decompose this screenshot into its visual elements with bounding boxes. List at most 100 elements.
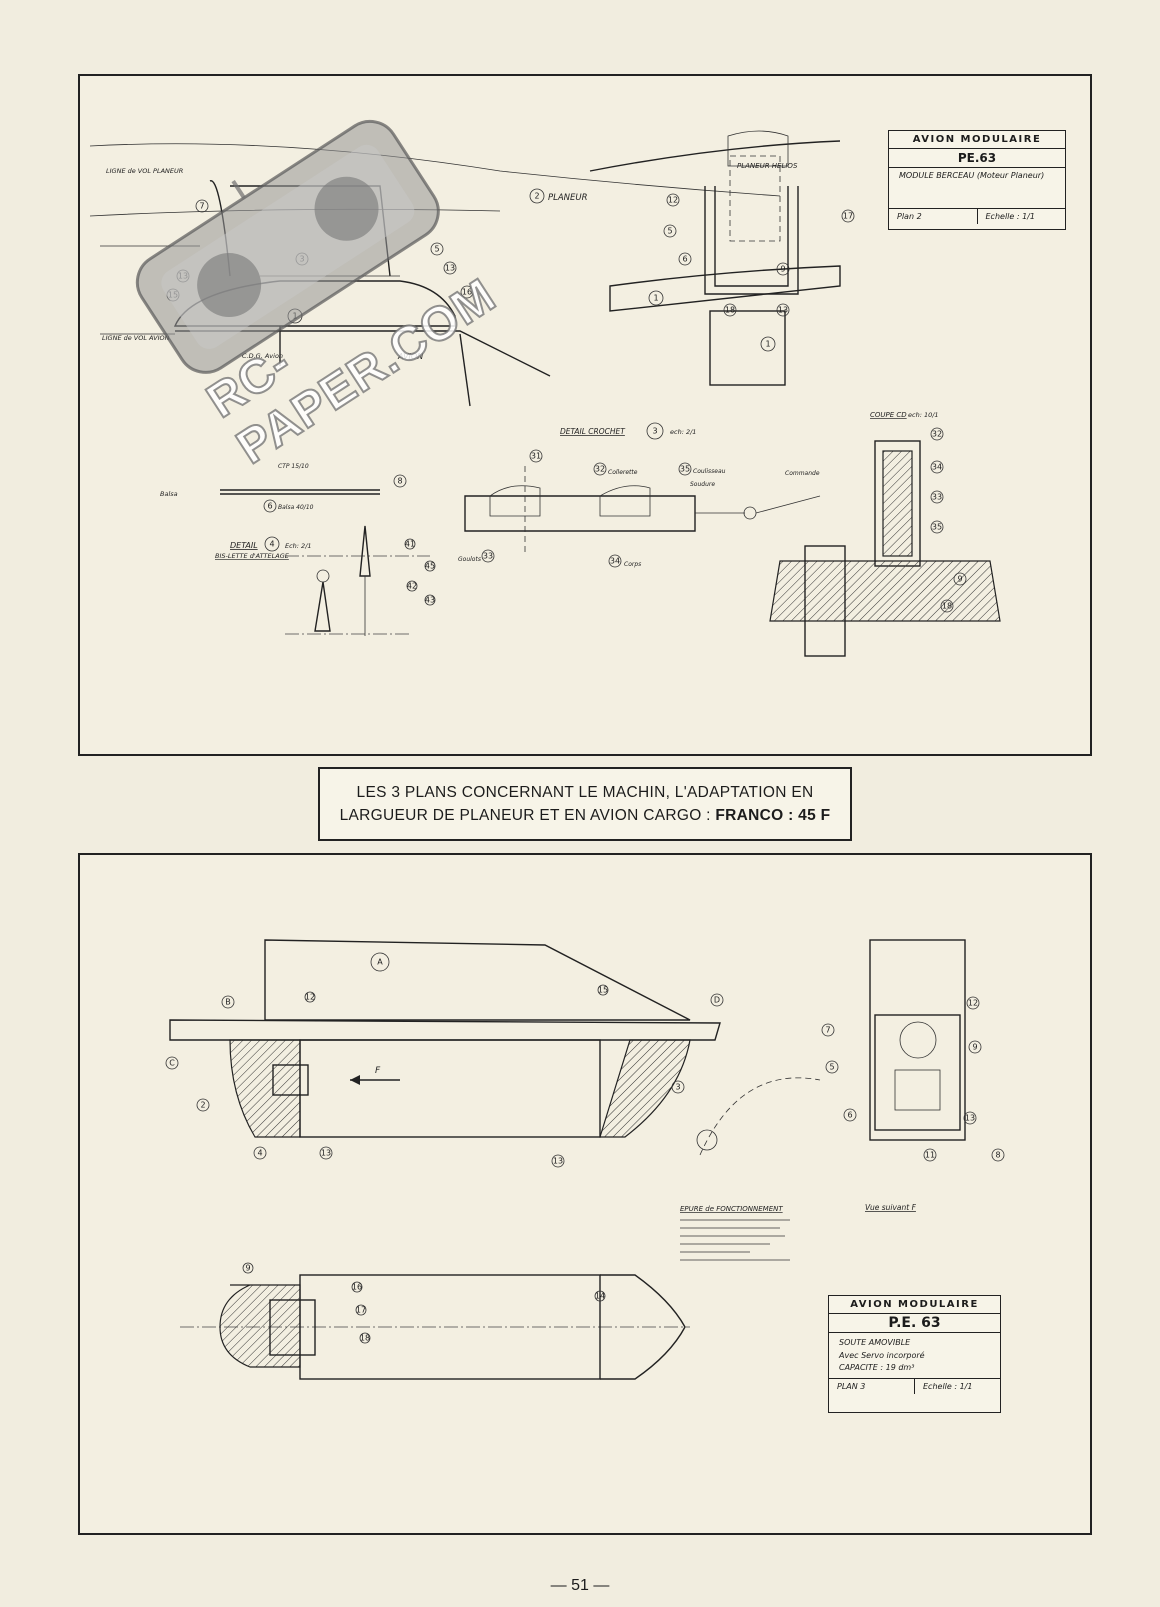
planeur-callout-number: 2 — [534, 192, 539, 201]
plan-2-plan-label: Plan 2 — [897, 212, 922, 221]
svg-text:8: 8 — [397, 477, 402, 486]
part-d-label: D — [714, 996, 720, 1005]
notice-line-2: LARGUEUR DE PLANEUR ET EN AVION CARGO : … — [320, 804, 850, 827]
svg-text:42: 42 — [407, 582, 417, 591]
detail-bis-title: DETAIL — [230, 541, 258, 550]
berceau-side-view: 1 7 3 5 13 16 13 15 LIGNE de VOL AVION L… — [89, 143, 781, 407]
svg-text:12: 12 — [668, 196, 678, 205]
svg-text:16: 16 — [352, 1283, 362, 1292]
plan-2-scale-label: Echelle : 1/1 — [976, 209, 1066, 224]
svg-text:17: 17 — [843, 212, 853, 221]
plan-3-heading: AVION MODULAIRE — [829, 1296, 1000, 1314]
svg-text:34: 34 — [610, 557, 620, 566]
svg-text:5: 5 — [667, 227, 672, 236]
plan-2-code: PE.63 — [889, 149, 1065, 168]
svg-text:18: 18 — [942, 602, 952, 611]
soute-side-view: A F B C D 12 15 2 3 4 13 13 — [165, 939, 724, 1168]
coulisseau-label: Coulisseau — [693, 468, 726, 475]
svg-text:33: 33 — [483, 552, 493, 561]
svg-text:3: 3 — [675, 1083, 680, 1092]
svg-text:7: 7 — [199, 202, 204, 211]
plan-3-plan-label: PLAN 3 — [837, 1382, 866, 1391]
svg-text:8: 8 — [995, 1151, 1000, 1160]
svg-text:32: 32 — [595, 465, 605, 474]
planeur-helios-label: PLANEUR HELIOS — [737, 162, 798, 170]
svg-text:1: 1 — [765, 340, 770, 349]
svg-text:43: 43 — [425, 596, 435, 605]
detail-crochet-label: DETAIL CROCHET — [560, 427, 626, 436]
svg-text:13: 13 — [321, 1149, 331, 1158]
notice-line-2-text: LARGUEUR DE PLANEUR ET EN AVION CARGO : — [339, 807, 716, 824]
soute-view-f: 7 5 6 12 9 13 8 11 Vue suivant F — [821, 939, 1005, 1212]
svg-text:6: 6 — [267, 502, 272, 511]
commande-label: Commande — [785, 470, 820, 477]
svg-text:15: 15 — [168, 291, 178, 300]
part-a-label: A — [377, 958, 383, 967]
plan-3-svg: A F B C D 12 15 2 3 4 13 13 — [165, 939, 1005, 1413]
plan-2-title-block: AVION MODULAIRE PE.63 MODULE BERCEAU (Mo… — [888, 130, 1066, 230]
plan-3-line-2: Avec Servo incorporé — [839, 1351, 925, 1360]
svg-text:1: 1 — [653, 294, 658, 303]
corps-label: Corps — [624, 561, 641, 568]
detail-bis-subtitle: BIS-LETTE d'ATTELAGE — [215, 552, 290, 560]
plan-3-line-1: SOUTE AMOVIBLE — [839, 1338, 911, 1347]
svg-text:6: 6 — [682, 255, 687, 264]
baguette-label: Balsa 40/10 — [278, 504, 314, 511]
coupe-cd-scale: ech: 10/1 — [908, 411, 939, 419]
svg-text:45: 45 — [425, 562, 435, 571]
detail-bis-lette: Balsa 8 6 Balsa 40/10 CTP 15/10 DETAIL 4… — [160, 463, 436, 636]
ctp-label: CTP 15/10 — [278, 463, 309, 470]
svg-text:9: 9 — [957, 575, 962, 584]
svg-text:5: 5 — [434, 245, 439, 254]
detail-bis-scale: Ech: 2/1 — [285, 542, 312, 550]
notice-line-1: LES 3 PLANS CONCERNANT LE MACHIN, L'ADAP… — [356, 784, 814, 801]
svg-text:13: 13 — [965, 1114, 975, 1123]
cdg-avion-label: C.D.G. Avion — [242, 352, 283, 360]
svg-text:35: 35 — [680, 465, 690, 474]
svg-text:34: 34 — [932, 463, 942, 472]
svg-text:1: 1 — [292, 312, 297, 321]
plan-3-code: P.E. 63 — [829, 1314, 1000, 1333]
arrow-f-label: F — [375, 1066, 381, 1076]
svg-text:13: 13 — [178, 272, 188, 281]
plans-offer-notice: LES 3 PLANS CONCERNANT LE MACHIN, L'ADAP… — [318, 767, 852, 841]
plan-3-line-3: CAPACITE : 19 dm³ — [839, 1363, 915, 1372]
detail-crochet-scale: ech: 2/1 — [670, 428, 696, 436]
svg-text:3: 3 — [299, 255, 304, 264]
svg-text:12: 12 — [305, 993, 315, 1002]
svg-text:16: 16 — [462, 288, 472, 297]
plan-2-svg: 1 7 3 5 13 16 13 15 LIGNE de VOL AVION L… — [89, 130, 1066, 657]
svg-text:33: 33 — [932, 493, 942, 502]
svg-text:9: 9 — [780, 265, 785, 274]
coupe-cd-label: COUPE CD — [870, 411, 907, 419]
svg-text:18: 18 — [725, 306, 735, 315]
plan-2-drawing: 1 7 3 5 13 16 13 15 LIGNE de VOL AVION L… — [78, 74, 1092, 756]
svg-text:5: 5 — [829, 1063, 834, 1072]
svg-text:13: 13 — [778, 306, 788, 315]
plan-2-description: MODULE BERCEAU (Moteur Planeur) — [899, 171, 1045, 180]
svg-text:13: 13 — [553, 1157, 563, 1166]
coupe-cd: COUPE CD ech: 10/1 32 34 33 35 9 18 — [769, 411, 1001, 657]
epure-de-fonctionnement: EPURE de FONCTIONNEMENT — [680, 1077, 821, 1261]
part-b-label: B — [225, 998, 231, 1007]
vue-suivant-f-label: Vue suivant F — [865, 1203, 917, 1212]
svg-text:13: 13 — [445, 264, 455, 273]
bis-callout-number: 4 — [269, 540, 274, 549]
notice-price: FRANCO : 45 F — [715, 807, 831, 824]
svg-text:31: 31 — [531, 452, 541, 461]
avion-label: AVION — [397, 352, 423, 361]
svg-text:18: 18 — [360, 1334, 370, 1343]
soudure-label: Soudure — [690, 481, 715, 488]
svg-text:41: 41 — [405, 540, 415, 549]
svg-text:9: 9 — [245, 1264, 250, 1273]
svg-text:2: 2 — [200, 1101, 205, 1110]
svg-text:7: 7 — [825, 1026, 830, 1035]
ligne-vol-planeur-label: LIGNE de VOL PLANEUR — [106, 167, 183, 175]
crochet-callout-number: 3 — [652, 427, 657, 436]
svg-text:6: 6 — [847, 1111, 852, 1120]
goulots-label: Goulots — [458, 556, 481, 563]
detail-crochet: DETAIL CROCHET 3 ech: 2/1 33 34 31 32 35… — [458, 422, 821, 568]
part-c-label: C — [169, 1059, 175, 1068]
plan-2-heading: AVION MODULAIRE — [889, 131, 1065, 149]
berceau-front-view: PLANEUR HELIOS 1 1 12 5 6 17 9 18 13 — [589, 130, 855, 386]
